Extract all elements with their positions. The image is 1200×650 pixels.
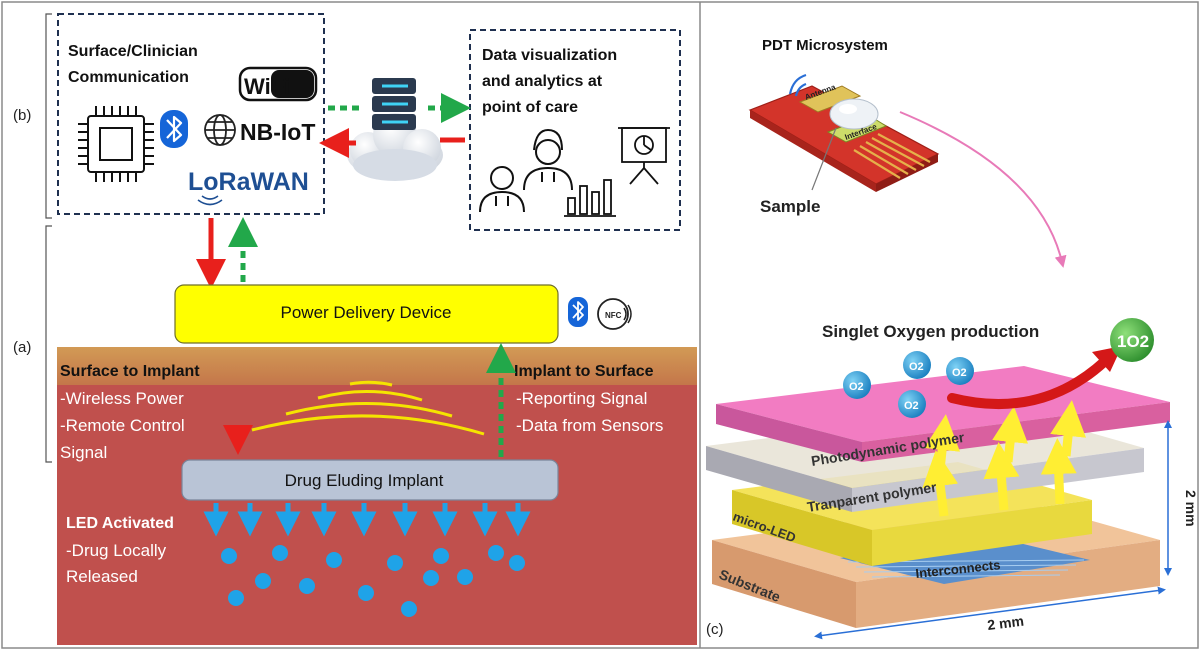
bracket-b [45, 13, 52, 219]
drug-particle [509, 555, 525, 571]
server-database-icon [372, 78, 416, 130]
bar-chart-icon [564, 179, 616, 217]
o2-text: O2 [952, 367, 967, 379]
bracket-a [45, 225, 52, 463]
o2-text: O2 [909, 361, 924, 373]
analytics-line2: and analytics at [482, 73, 603, 90]
pdt-title: PDT Microsystem [762, 37, 888, 54]
bluetooth-icon-small [568, 297, 588, 327]
microchip-icon [78, 106, 154, 182]
drug-particle [423, 570, 439, 586]
lorawan-signal-icon [197, 195, 223, 206]
drug-particle [326, 552, 342, 568]
globe-icon [204, 114, 236, 146]
led-activated-line1: -Drug Locally [66, 541, 167, 560]
singlet-oxygen-molecule: 1O2 [1110, 318, 1154, 362]
drug-release-arrows [203, 503, 531, 537]
sample-pointer-line [811, 127, 837, 191]
light-arrow [992, 406, 1029, 463]
oxygen-release-arrow [947, 357, 1109, 410]
light-arrow [924, 414, 961, 471]
drug-particle [433, 548, 449, 564]
power-device-label: Power Delivery Device [281, 303, 452, 322]
drug-particle [228, 590, 244, 606]
o2-text: O2 [904, 400, 919, 412]
drug-particle [221, 548, 237, 564]
wifi-logo-text: WiFi [244, 74, 290, 99]
bluetooth-icon [160, 110, 188, 148]
sample-label: Sample [760, 197, 820, 216]
drug-particles [221, 545, 525, 617]
nfc-text: NFC [605, 311, 622, 320]
surface-to-implant-line1: -Wireless Power [60, 389, 184, 408]
height-dimension-label: 2 mm [1183, 490, 1199, 527]
presentation-icon [618, 127, 670, 185]
wireless-power-waves [251, 380, 485, 436]
clinicians-icon [479, 128, 573, 213]
drug-particle [457, 569, 473, 585]
antenna-signal-icon [788, 73, 807, 97]
communication-title-line2: Communication [68, 69, 189, 86]
panel-label-c: (c) [706, 621, 724, 638]
led-activated-title: LED Activated [66, 515, 174, 532]
singlet-oxygen-label: Singlet Oxygen production [822, 322, 1039, 341]
surface-to-implant-title: Surface to Implant [60, 363, 200, 380]
light-emission-arrows [922, 400, 1087, 517]
pdt-chip-board [748, 85, 940, 192]
implant-label: Drug Eluding Implant [285, 471, 444, 490]
drug-particle [387, 555, 403, 571]
drug-eluding-implant [181, 459, 559, 501]
nbiot-label: NB-IoT [240, 119, 315, 145]
nfc-icon: NFC [597, 298, 632, 330]
o2-molecule: O2 [946, 357, 974, 385]
layer-interconnects [840, 536, 1090, 584]
drug-particle [358, 585, 374, 601]
implant-to-surface-line2: -Data from Sensors [516, 416, 663, 435]
lorawan-label: LoRaWAN [188, 168, 309, 196]
o2-text: O2 [849, 381, 864, 393]
wifi-logo-icon: WiFi [238, 66, 318, 102]
communication-title-line1: Surface/Clinician [68, 43, 198, 60]
communication-box [57, 13, 325, 215]
drug-particle [299, 578, 315, 594]
led-activated-line2: Released [66, 567, 138, 586]
panel-label-a: (a) [13, 339, 31, 356]
drug-particle [272, 545, 288, 561]
o2-molecule: O2 [843, 371, 871, 399]
drug-particle [401, 601, 417, 617]
drug-particle [255, 573, 271, 589]
o2-molecules: O2 O2 O2 O2 [843, 351, 974, 418]
implant-to-surface-line1: -Reporting Signal [516, 389, 647, 408]
surface-to-implant-line3: Signal [60, 443, 107, 462]
singlet-oxygen-text: 1O2 [1117, 332, 1149, 351]
panel-label-b: (b) [13, 107, 31, 124]
analytics-box [469, 29, 681, 231]
light-arrow [922, 450, 959, 517]
light-arrow [983, 442, 1020, 511]
width-dimension-line [814, 586, 1166, 640]
surface-to-implant-line2: -Remote Control [60, 416, 185, 435]
analytics-line1: Data visualization [482, 47, 617, 64]
width-dimension-label: 2 mm [986, 613, 1024, 633]
o2-molecule: O2 [898, 390, 926, 418]
zoom-arrow [899, 111, 1067, 268]
power-delivery-device [174, 284, 559, 344]
drug-particle [488, 545, 504, 561]
implant-to-surface-title: Implant to Surface [514, 363, 654, 380]
skin-layer [57, 347, 697, 385]
light-arrow [1040, 438, 1077, 505]
analytics-line3: point of care [482, 99, 578, 116]
light-arrow [1050, 400, 1087, 457]
o2-molecule: O2 [903, 351, 931, 379]
